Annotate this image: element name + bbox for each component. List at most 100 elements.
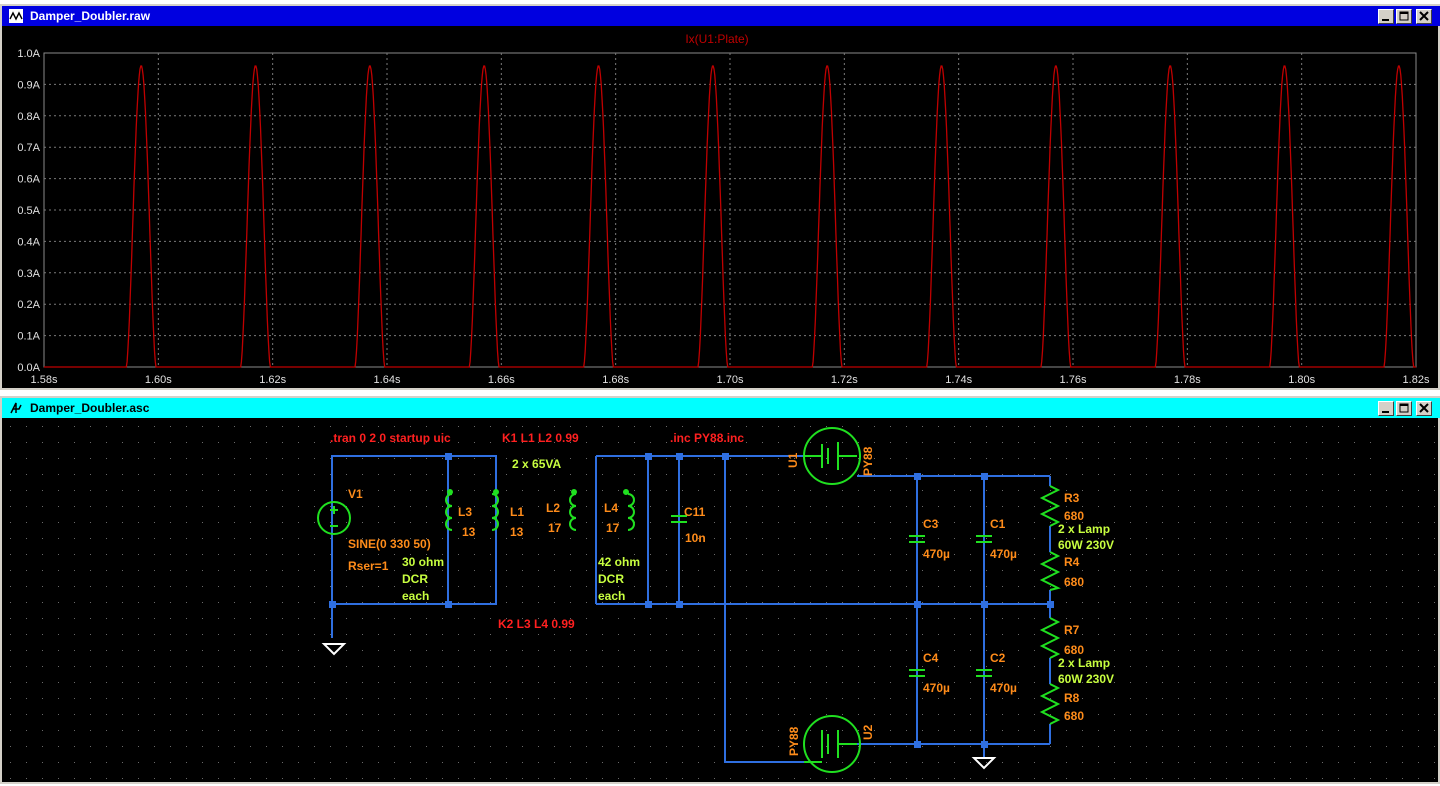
v1-value: SINE(0 330 50) [348,537,431,551]
dcr-right-line3[interactable]: each [598,589,625,603]
y-tick-label: 0.6A [17,174,40,186]
l2-value: 17 [548,521,562,535]
plot-area[interactable]: Ix(U1:Plate) 0.0A0.1A0.2A0.3A0.4A0.5A0.6… [2,26,1438,388]
c4-label: C4 [923,651,939,665]
lamp-top-line1[interactable]: 2 x Lamp [1058,522,1110,536]
minimize-button[interactable] [1378,401,1394,416]
transformer-rating[interactable]: 2 x 65VA [512,457,561,471]
l1-value: 13 [510,525,524,539]
maximize-button[interactable] [1396,401,1412,416]
ground-icon [971,757,997,770]
lamp-bottom-line2[interactable]: 60W 230V [1058,672,1114,686]
tran-directive[interactable]: .tran 0 2 0 startup uic [330,431,451,445]
minimize-icon [1382,19,1389,21]
resistor-r8[interactable] [1039,683,1061,725]
waveform-icon [9,9,23,23]
resistor-r4[interactable] [1039,551,1061,591]
tube-u1[interactable] [803,427,861,485]
inc-directive[interactable]: .inc PY88.inc [670,431,744,445]
dcr-right-line2[interactable]: DCR [598,572,624,586]
schematic-canvas[interactable]: .tran 0 2 0 startup uic K1 L1 L2 0.99 .i… [2,418,1438,782]
c1-value: 470µ [990,547,1017,561]
inductor-l3[interactable] [445,489,453,531]
dcr-left-line2[interactable]: DCR [402,572,428,586]
y-tick-label: 0.4A [17,236,40,248]
x-tick-label: 1.72s [831,374,858,386]
c3-label: C3 [923,517,939,531]
u2-model: PY88 [787,726,801,756]
r8-value: 680 [1064,709,1084,723]
schematic-icon [10,402,22,414]
c11-value: 10n [685,531,706,545]
inductor-l1[interactable] [491,489,499,531]
c11-label: C11 [684,505,706,519]
dcr-left-line3[interactable]: each [402,589,429,603]
resistor-r7[interactable] [1039,617,1061,659]
plot-window-titlebar[interactable]: Damper_Doubler.raw [2,6,1440,26]
minimize-button[interactable] [1378,9,1394,24]
capacitor-c3[interactable] [909,535,925,543]
dcr-left-line1[interactable]: 30 ohm [402,555,444,569]
r4-value: 680 [1064,575,1084,589]
c3-value: 470µ [923,547,950,561]
close-icon [1419,403,1429,413]
x-tick-label: 1.64s [374,374,401,386]
l1-label: L1 [510,505,524,519]
y-tick-label: 0.9A [17,79,40,91]
schematic-window: Damper_Doubler.asc [0,396,1440,784]
y-tick-label: 0.1A [17,331,40,343]
capacitor-c4[interactable] [909,669,925,677]
plate-current-trace [44,65,1416,368]
lamp-bottom-line1[interactable]: 2 x Lamp [1058,656,1110,670]
plot-window-title: Damper_Doubler.raw [30,9,151,23]
maximize-button[interactable] [1396,9,1412,24]
r3-value: 680 [1064,509,1084,523]
ground-icon [321,643,347,656]
c2-label: C2 [990,651,1006,665]
k2-directive[interactable]: K2 L3 L4 0.99 [498,617,575,631]
x-tick-label: 1.76s [1060,374,1087,386]
r7-value: 680 [1064,643,1084,657]
r8-label: R8 [1064,691,1080,705]
dcr-right-line1[interactable]: 42 ohm [598,555,640,569]
lamp-top-line2[interactable]: 60W 230V [1058,538,1114,552]
x-tick-label: 1.66s [488,374,515,386]
minimize-icon [1382,411,1389,413]
schematic-window-titlebar[interactable]: Damper_Doubler.asc [2,398,1440,418]
y-tick-label: 0.8A [17,111,40,123]
junctions [329,453,1054,748]
schematic-window-title: Damper_Doubler.asc [30,401,150,415]
l2-label: L2 [546,501,560,515]
l4-label: L4 [604,501,618,515]
c2-value: 470µ [990,681,1017,695]
inductor-l4[interactable] [623,489,635,531]
wires [331,455,1051,763]
x-tick-label: 1.58s [31,374,58,386]
x-tick-label: 1.78s [1174,374,1201,386]
k1-directive[interactable]: K1 L1 L2 0.99 [502,431,579,445]
capacitor-c11[interactable] [671,515,687,523]
close-icon [1419,11,1429,21]
capacitor-c2[interactable] [976,669,992,677]
l4-value: 17 [606,521,620,535]
y-tick-label: 1.0A [17,48,40,60]
y-tick-label: 0.5A [17,205,40,217]
u2-label: U2 [861,724,875,740]
u1-label: U1 [786,452,800,468]
voltage-source-v1[interactable] [317,501,351,535]
trace-label[interactable]: Ix(U1:Plate) [685,32,748,46]
x-tick-label: 1.80s [1288,374,1315,386]
tube-u2[interactable] [803,715,861,773]
resistor-r3[interactable] [1039,485,1061,527]
close-button[interactable] [1416,9,1432,24]
inductor-l2[interactable] [569,489,577,531]
capacitor-c1[interactable] [976,535,992,543]
r7-label: R7 [1064,623,1080,637]
maximize-icon [1399,403,1409,413]
close-button[interactable] [1416,401,1432,416]
x-tick-label: 1.68s [602,374,629,386]
v1-rser: Rser=1 [348,559,389,573]
maximize-icon [1399,11,1409,21]
x-tick-label: 1.70s [717,374,744,386]
